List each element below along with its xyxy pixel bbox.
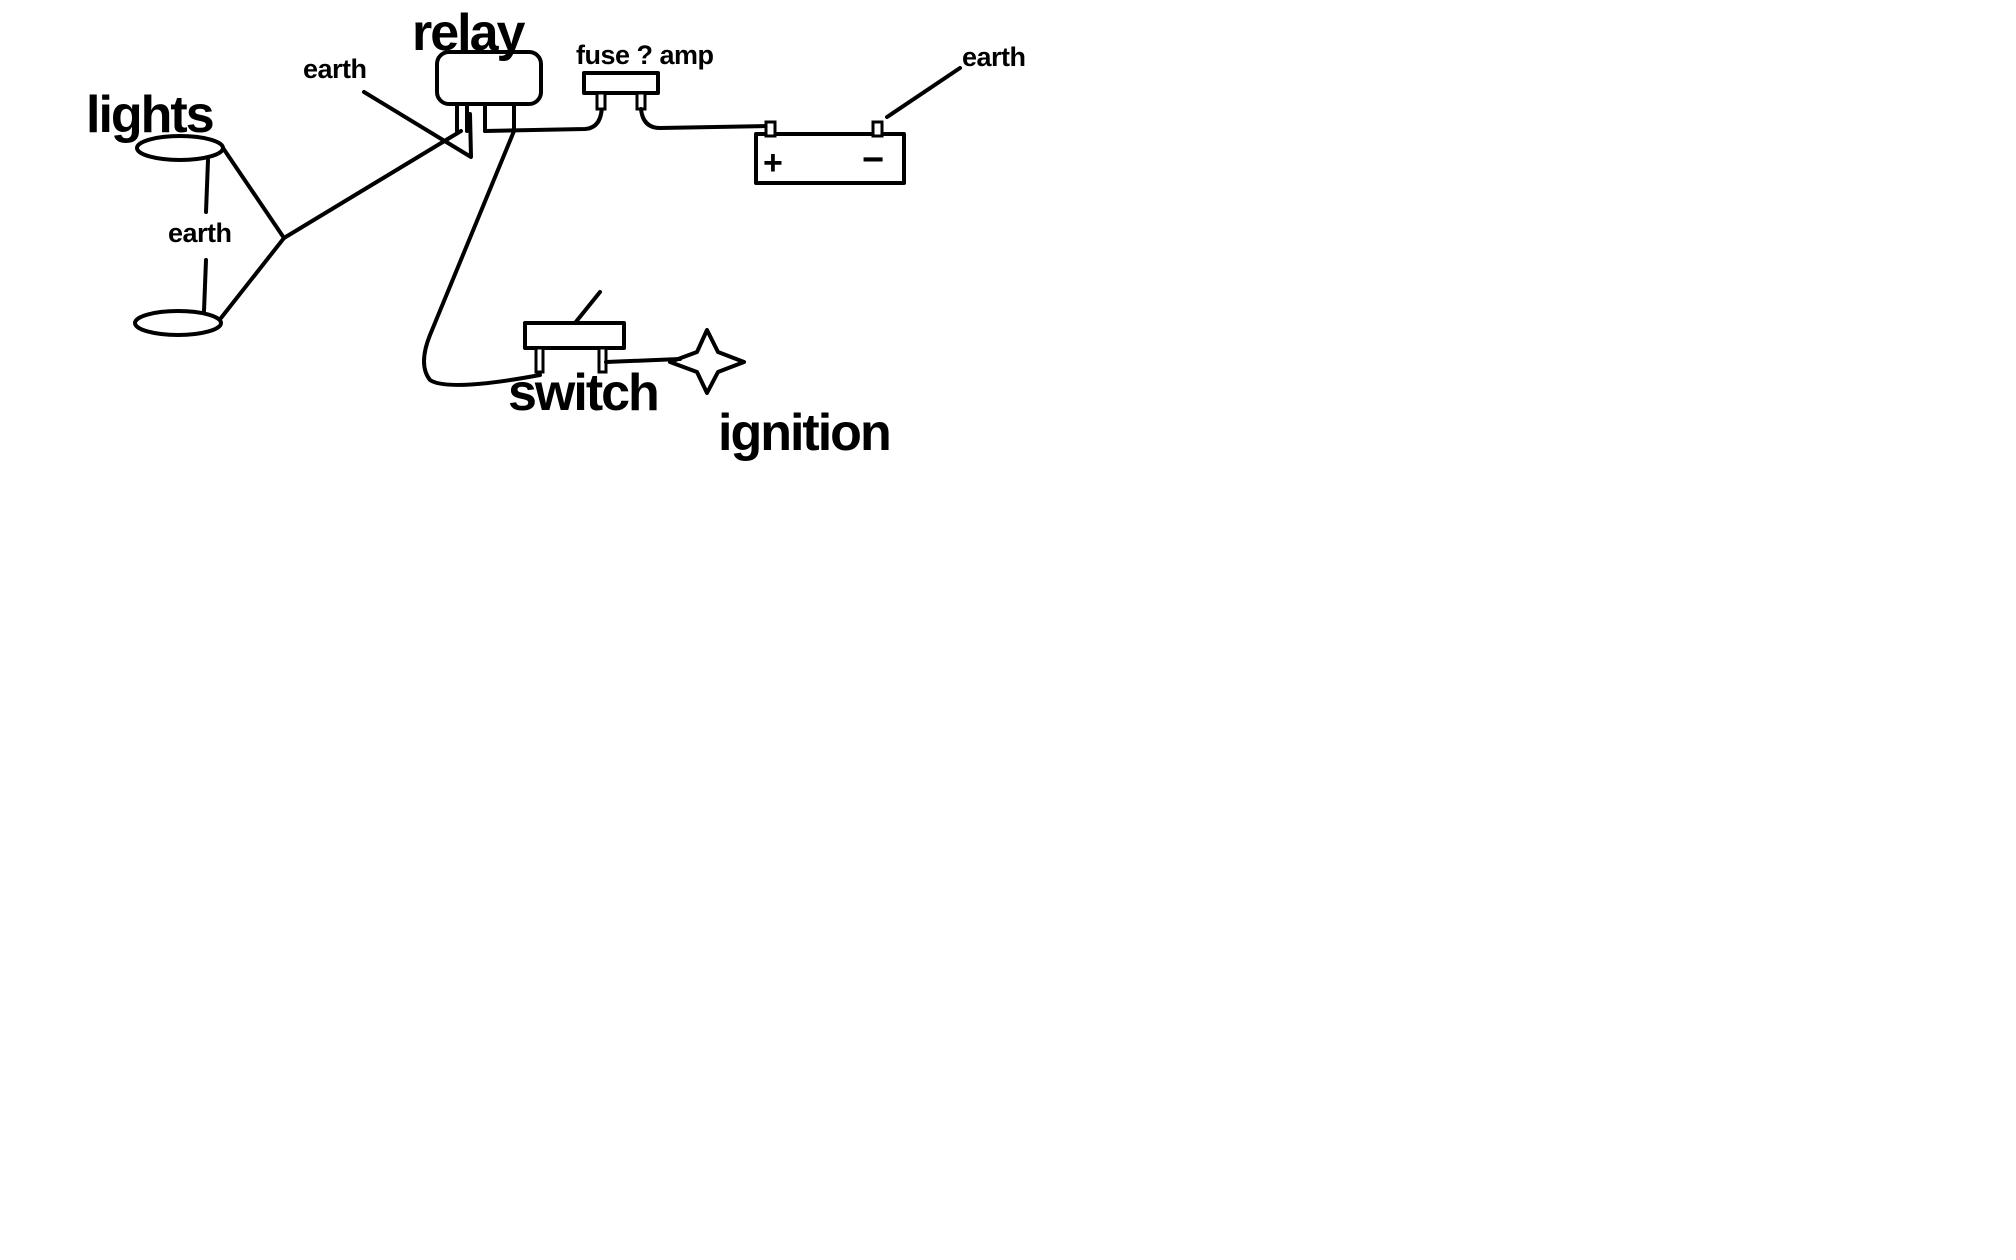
lights-group [133, 129, 463, 337]
fuse-body [582, 71, 660, 95]
lights-earth-wire-upper [204, 158, 210, 214]
switch-pin-left [534, 346, 545, 374]
lights-earth-label: earth [168, 218, 232, 248]
relay-earth-wire [362, 90, 473, 159]
battery-earth-wire [885, 66, 962, 119]
relay-body [435, 50, 543, 106]
relay [362, 50, 604, 387]
switch-lever [573, 290, 602, 325]
ignition-label: ignition [718, 404, 890, 462]
lights-earth-wire-lower [202, 258, 208, 313]
switch [523, 290, 682, 374]
fuse-to-battery-wire [639, 107, 772, 130]
fuse [582, 71, 772, 130]
fuse-pin-left [595, 91, 607, 111]
switch-body [523, 321, 626, 350]
battery-positive-terminal [764, 120, 777, 138]
battery-body [754, 132, 906, 185]
switch-to-ignition-wire [604, 357, 682, 364]
relay-to-switch-wire [422, 129, 542, 387]
battery-earth-label: earth [962, 42, 1026, 72]
light-top-wire [221, 146, 286, 240]
lights-label: lights [86, 86, 213, 144]
battery-positive-symbol: + [763, 144, 783, 182]
fuse-label: fuse ? amp [576, 40, 714, 70]
battery-negative-terminal [871, 120, 884, 138]
light-bottom [133, 309, 223, 337]
relay-label: relay [412, 4, 526, 62]
relay-to-fuse-wire [483, 94, 604, 133]
relay-earth-label: earth [303, 54, 367, 84]
light-bottom-wire [219, 236, 286, 320]
switch-label: switch [508, 364, 658, 422]
battery-negative-symbol: − [862, 139, 884, 181]
fuse-pin-right [635, 91, 647, 111]
lights-to-relay-wire [282, 129, 463, 240]
battery: + − [754, 66, 962, 185]
ignition-star-icon [668, 328, 746, 395]
